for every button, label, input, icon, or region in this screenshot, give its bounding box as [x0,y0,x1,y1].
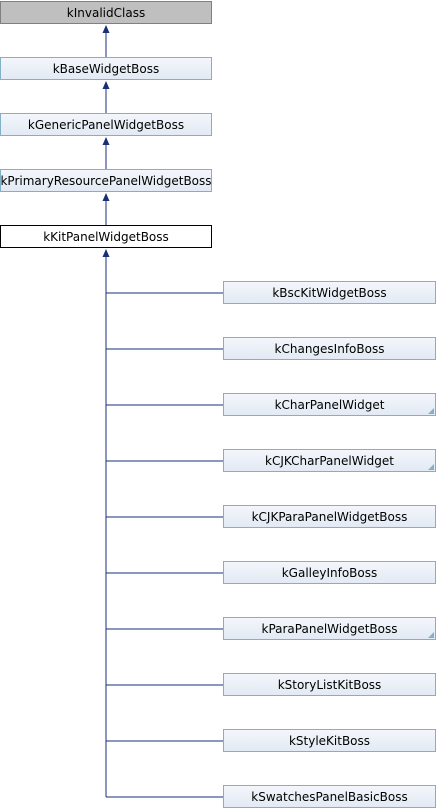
collapsed-subtree-icon [428,632,434,638]
class-node-kcjkparapanelwidgetboss[interactable]: kCJKParaPanelWidgetBoss [223,505,436,528]
inheritance-arrowhead [102,137,110,145]
class-node-label: kBaseWidgetBoss [52,61,160,76]
class-node-kbasewidgetboss[interactable]: kBaseWidgetBoss [0,57,212,80]
class-node-label: kCJKParaPanelWidgetBoss [251,509,408,524]
class-node-kchangesinfoboss[interactable]: kChangesInfoBoss [223,337,436,360]
class-node-kprimaryresourcepanelwidgetboss[interactable]: kPrimaryResourcePanelWidgetBoss [0,169,212,192]
class-node-label: kParaPanelWidgetBoss [261,621,398,636]
class-node-label: kChangesInfoBoss [274,341,385,356]
class-node-label: kGalleyInfoBoss [281,565,378,580]
class-node-kcjkcharpanelwidget[interactable]: kCJKCharPanelWidget [223,449,436,472]
class-node-label: kKitPanelWidgetBoss [43,229,169,244]
inheritance-arrowhead [102,25,110,33]
class-node-kparapanelwidgetboss[interactable]: kParaPanelWidgetBoss [223,617,436,640]
class-node-kkitpanelwidgetboss: kKitPanelWidgetBoss [0,225,212,248]
class-node-label: kStyleKitBoss [288,733,371,748]
class-node-kgalleyinfoboss[interactable]: kGalleyInfoBoss [223,561,436,584]
class-node-label: kCharPanelWidget [274,397,385,412]
inheritance-arrowhead [102,81,110,89]
class-node-label: kCJKCharPanelWidget [265,453,394,468]
class-node-label: kStoryListKitBoss [277,677,382,692]
class-node-kbsckitwidgetboss[interactable]: kBscKitWidgetBoss [223,281,436,304]
class-node-kgenericpanelwidgetboss[interactable]: kGenericPanelWidgetBoss [0,113,212,136]
class-node-label: kGenericPanelWidgetBoss [27,117,185,132]
class-node-label: kInvalidClass [66,5,146,20]
inheritance-arrowhead [102,249,110,257]
class-node-kswatchespanelbasicboss[interactable]: kSwatchesPanelBasicBoss [223,785,436,808]
class-node-label: kPrimaryResourcePanelWidgetBoss [0,173,212,188]
collapsed-subtree-icon [428,464,434,470]
class-node-label: kSwatchesPanelBasicBoss [251,789,408,804]
inheritance-arrowhead [102,193,110,201]
class-node-kcharpanelwidget[interactable]: kCharPanelWidget [223,393,436,416]
class-node-kinvalidclass: kInvalidClass [0,1,212,24]
collapsed-subtree-icon [428,408,434,414]
class-node-label: kBscKitWidgetBoss [272,285,387,300]
class-node-kstorylistkitboss[interactable]: kStoryListKitBoss [223,673,436,696]
class-node-kstylekitboss[interactable]: kStyleKitBoss [223,729,436,752]
